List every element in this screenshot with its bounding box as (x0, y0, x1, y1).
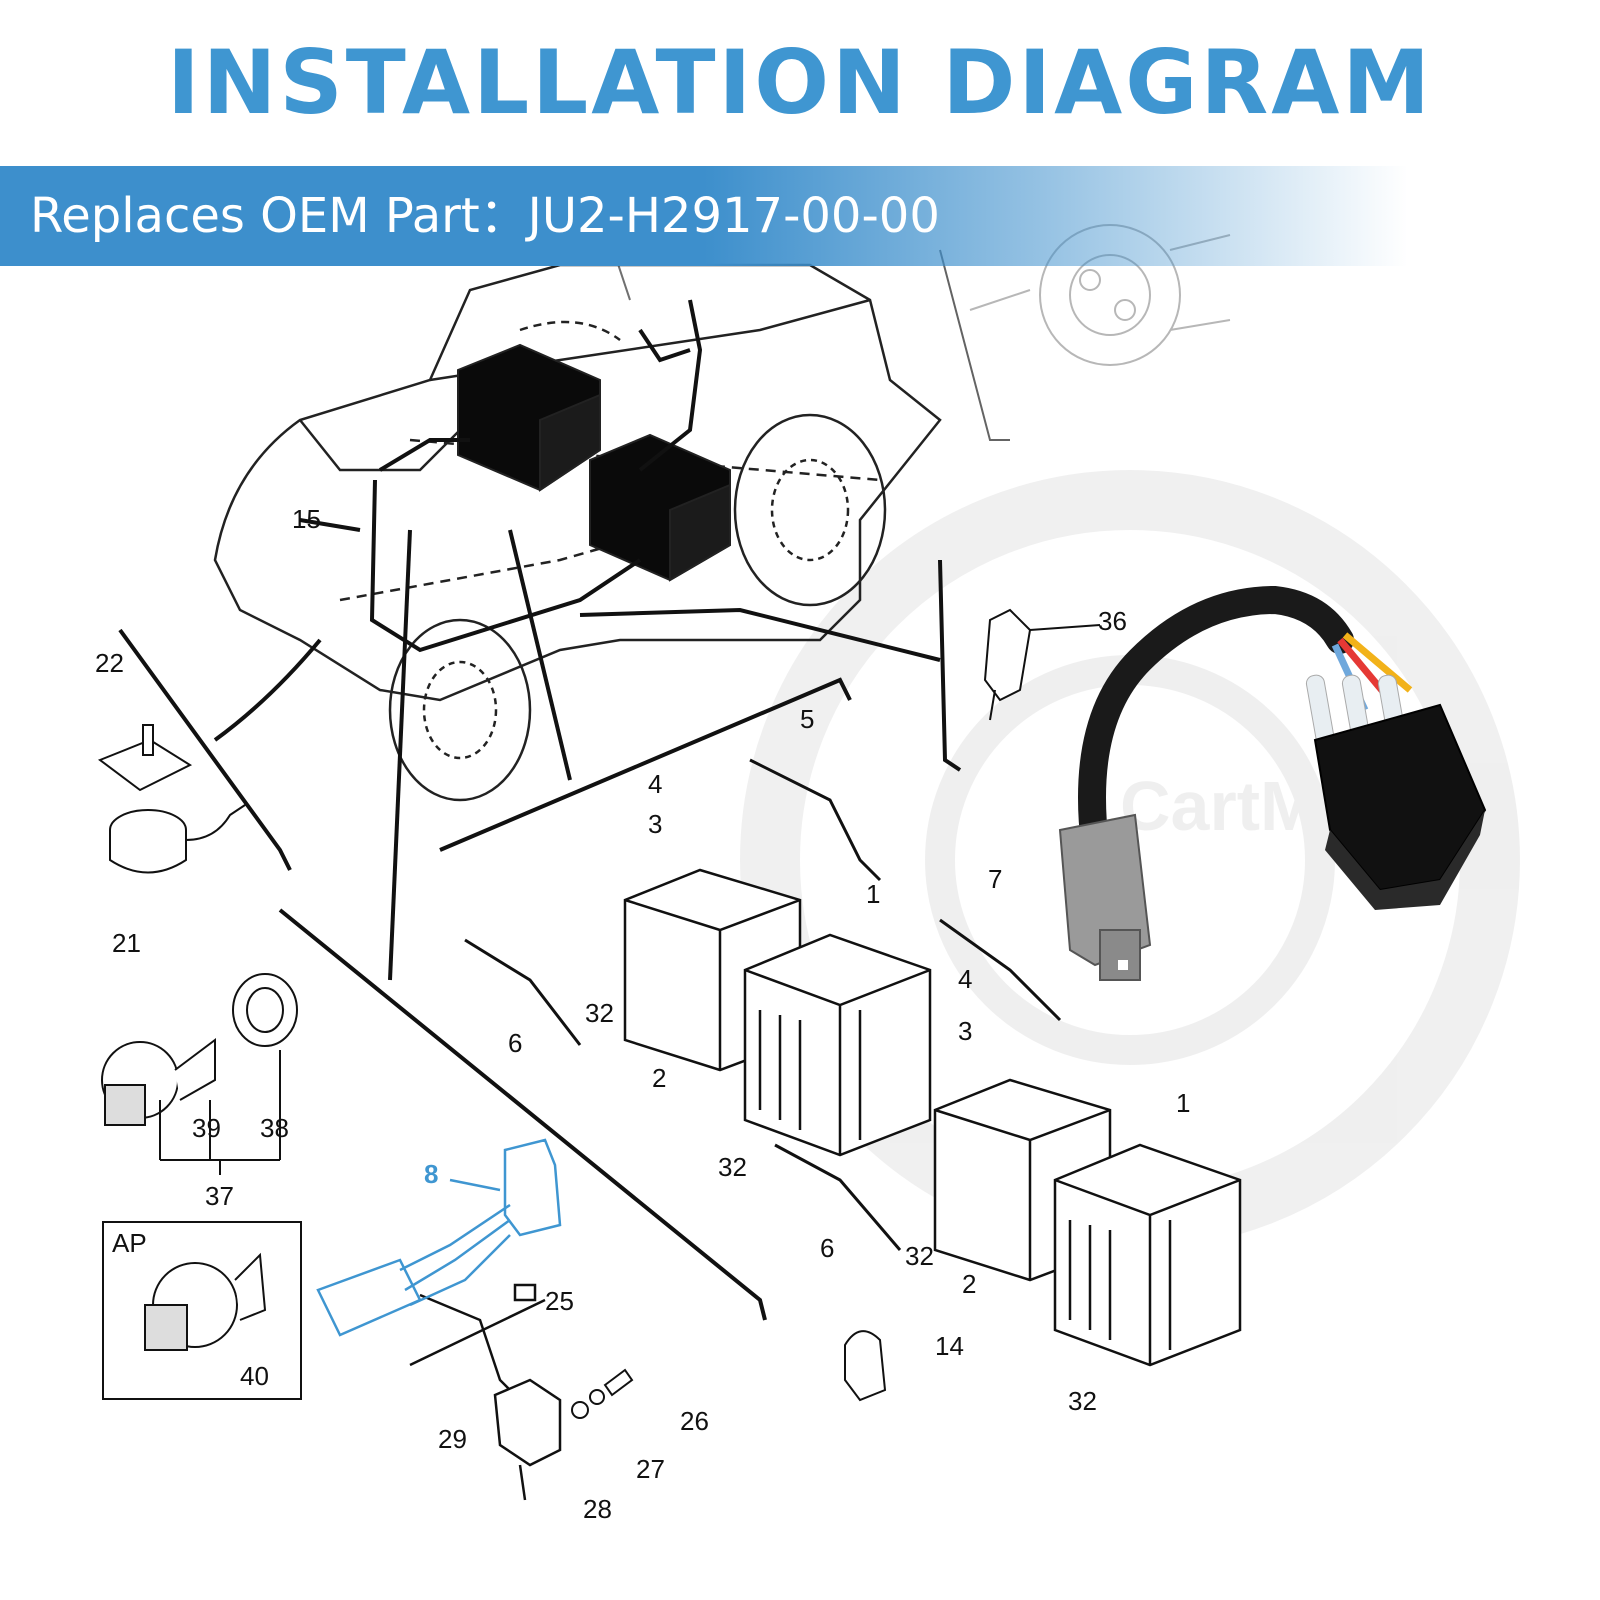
callout-32: 32 (585, 998, 614, 1028)
callout-3: 3 (648, 809, 662, 839)
callout-1-b: 1 (1176, 1088, 1190, 1118)
key-switch-40 (144, 1252, 267, 1351)
callout-6-b: 6 (820, 1233, 834, 1263)
ap-box (102, 1221, 302, 1400)
callout-32-b: 32 (718, 1152, 747, 1182)
callout-5: 5 (800, 704, 814, 734)
callout-2: 2 (652, 1063, 666, 1093)
callout-37: 37 (205, 1181, 234, 1211)
cap-38 (232, 973, 298, 1047)
oem-part-banner: Replaces OEM Part：JU2-H2917-00-00 (0, 166, 1600, 266)
highlighted-harness-8 (316, 1138, 562, 1337)
callout-29: 29 (438, 1424, 467, 1454)
buzzer-bracket-22 (97, 724, 193, 792)
buzzer-21 (109, 804, 246, 874)
callout-3-b: 3 (958, 1016, 972, 1046)
callout-14: 14 (935, 1331, 964, 1361)
callout-7: 7 (988, 864, 1002, 894)
callout-32-c: 32 (905, 1241, 934, 1271)
battery-set-1 (623, 868, 932, 1157)
key-switch-39 (101, 1038, 216, 1126)
callout-39: 39 (192, 1113, 221, 1143)
oem-part-text: Replaces OEM Part：JU2-H2917-00-00 (30, 188, 940, 244)
callout-32-d: 32 (1068, 1386, 1097, 1416)
rocker-switch-harness-photo (1058, 585, 1487, 981)
callout-ap: AP (112, 1228, 147, 1258)
battery-set-2 (933, 1078, 1242, 1367)
callout-6: 6 (508, 1028, 522, 1058)
switch-25 (493, 1378, 562, 1501)
cart-batteries (457, 343, 731, 582)
callout-26: 26 (680, 1406, 709, 1436)
callout-2-b: 2 (962, 1269, 976, 1299)
callout-21: 21 (112, 928, 141, 958)
wiring-harness (299, 299, 703, 653)
battery-cables (464, 758, 1062, 1251)
bracket-14 (844, 1330, 887, 1402)
wire-tie-29 (409, 1283, 546, 1391)
callout-8: 8 (424, 1159, 438, 1189)
leader-lines (118, 529, 962, 1321)
callout-22: 22 (95, 648, 124, 678)
callout-36: 36 (1098, 606, 1127, 636)
page-title: INSTALLATION DIAGRAM (167, 31, 1433, 134)
callout-27: 27 (636, 1454, 665, 1484)
callout-4-b: 4 (958, 964, 972, 994)
callout-15: 15 (292, 504, 321, 534)
golf-cart-outline (213, 263, 942, 802)
clip-36 (983, 608, 1101, 721)
callout-40: 40 (240, 1361, 269, 1391)
callout-28: 28 (583, 1494, 612, 1524)
hardware-26-28 (571, 1368, 634, 1419)
callout-labels: 15 22 21 36 5 4 3 1 7 6 32 2 4 3 1 32 6 … (95, 504, 1190, 1524)
callout-38: 38 (260, 1113, 289, 1143)
callout-25: 25 (545, 1286, 574, 1316)
bracket-37 (159, 1050, 281, 1175)
callout-1: 1 (866, 879, 880, 909)
callout-4: 4 (648, 769, 662, 799)
